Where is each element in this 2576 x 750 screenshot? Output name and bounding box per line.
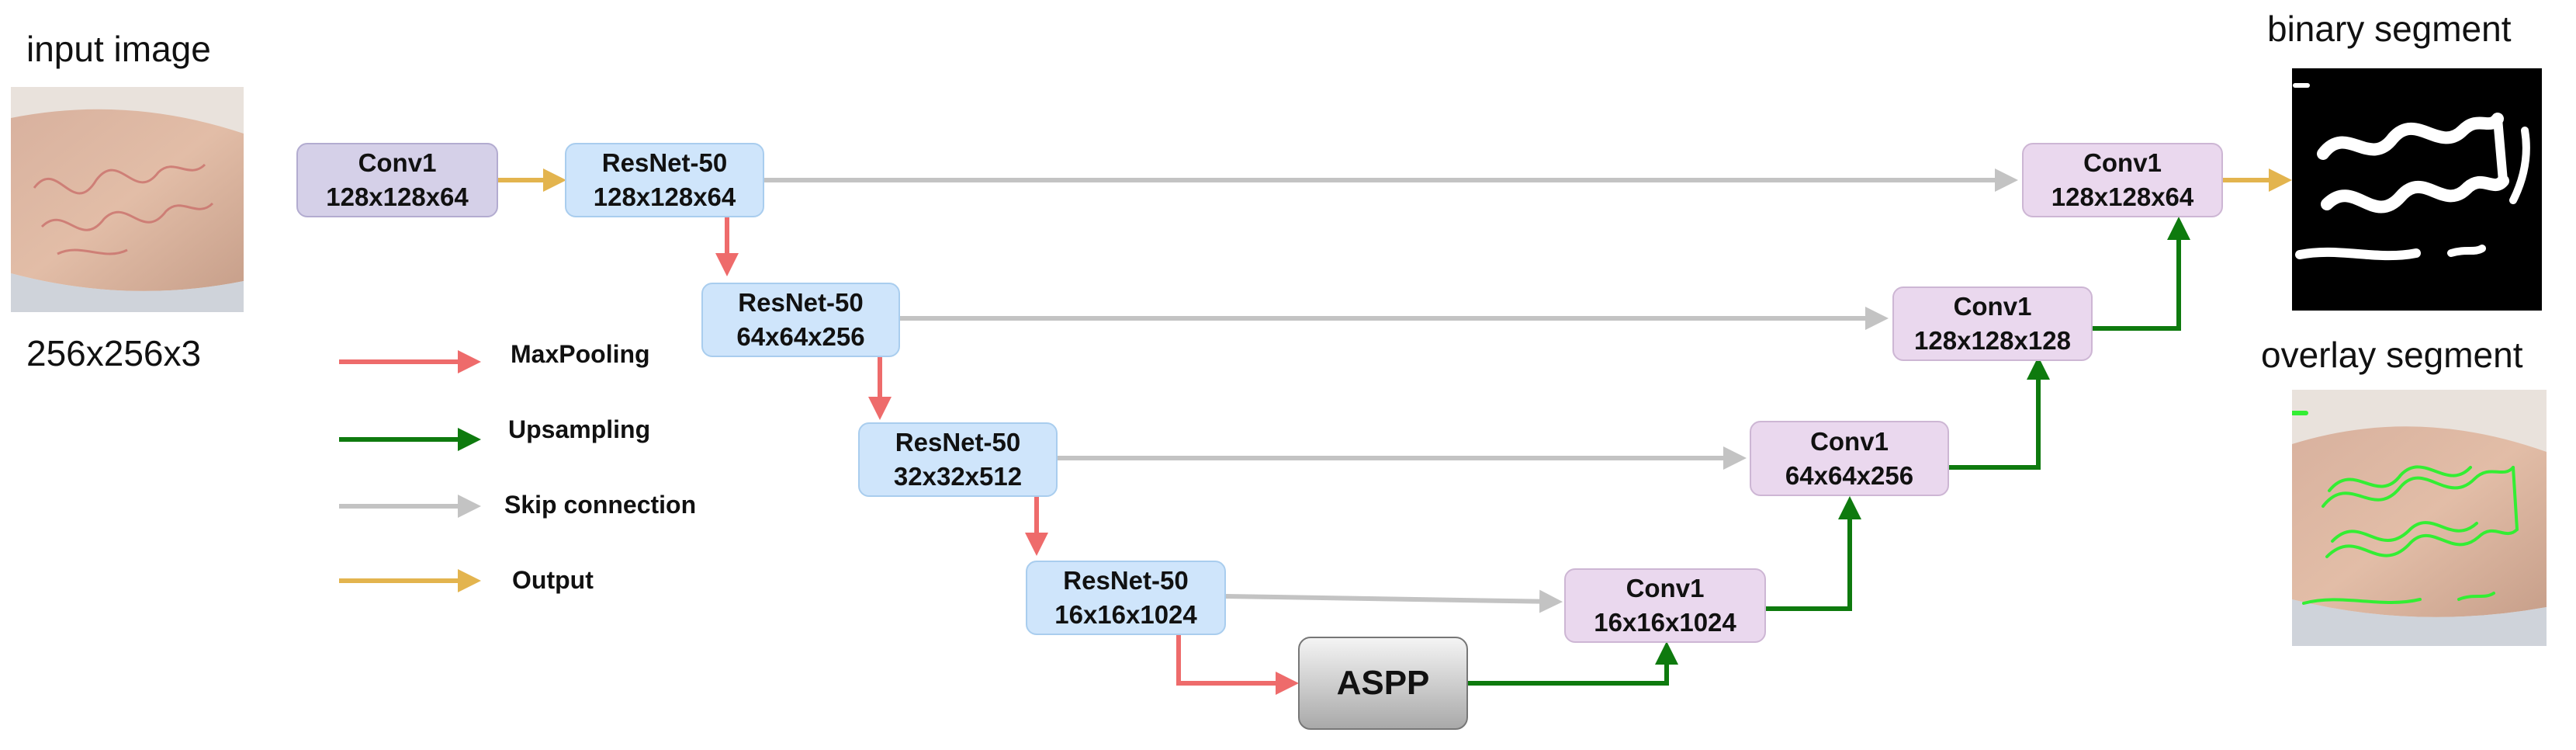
block-dims: 64x64x256 (736, 322, 865, 351)
decoder-conv1-block-4: Conv1 128x128x64 (2022, 143, 2223, 217)
skip-arrow-4 (1225, 589, 1563, 613)
block-name: Conv1 (1810, 426, 1889, 456)
block-name: ResNet-50 (738, 288, 864, 317)
upsample-arrow-2 (1766, 496, 1861, 611)
resnet50-block-4: ResNet-50 16x16x1024 (1026, 561, 1226, 635)
block-name: Conv1 (1953, 292, 2032, 321)
upsample-arrow-4 (2093, 217, 2190, 331)
block-dims: 128x128x128 (1914, 326, 2071, 355)
block-dims: 128x128x64 (593, 182, 736, 211)
block-dims: 32x32x512 (893, 462, 1023, 491)
encoder-conv1-block: Conv1 128x128x64 (296, 143, 498, 217)
block-name: Conv1 (1626, 574, 1705, 602)
binary-segment-image (2292, 68, 2542, 311)
resnet50-block-2: ResNet-50 64x64x256 (701, 283, 900, 357)
aspp-block: ASPP (1298, 637, 1468, 730)
maxpool-arrow-4 (1176, 635, 1299, 695)
upsample-arrow-1 (1468, 641, 1678, 686)
block-dims: 16x16x1024 (1054, 600, 1197, 629)
decoder-conv1-block-1: Conv1 16x16x1024 (1564, 568, 1766, 643)
block-name: ResNet-50 (601, 148, 728, 177)
block-name: Conv1 (2083, 148, 2162, 177)
decoder-conv1-block-3: Conv1 128x128x128 (1892, 286, 2093, 361)
binary-segment-title: binary segment (2267, 9, 2512, 49)
input-image-title: input image (26, 29, 211, 69)
legend-label-skip-connection: Skip connection (504, 491, 697, 519)
decoder-conv1-block-2: Conv1 64x64x256 (1750, 421, 1949, 496)
overlay-segment-title: overlay segment (2261, 335, 2523, 375)
overlay-segment-image (2292, 390, 2547, 646)
block-dims: 64x64x256 (1785, 460, 1914, 490)
input-image (11, 87, 244, 312)
block-dims: 128x128x64 (326, 182, 469, 211)
aspp-label: ASPP (1336, 664, 1430, 702)
block-name: ResNet-50 (1063, 566, 1189, 595)
legend-label-maxpooling: MaxPooling (511, 340, 650, 368)
upsample-arrow-3 (1949, 356, 2050, 470)
block-dims: 16x16x1024 (1594, 608, 1736, 637)
resnet50-block-3: ResNet-50 32x32x512 (858, 422, 1058, 497)
legend-label-output: Output (512, 566, 594, 594)
legend-label-upsampling: Upsampling (508, 415, 651, 443)
block-name: ResNet-50 (895, 428, 1021, 457)
resnet50-block-1: ResNet-50 128x128x64 (565, 143, 764, 217)
block-dims: 128x128x64 (2051, 182, 2194, 211)
block-name: Conv1 (358, 148, 437, 177)
input-image-size: 256x256x3 (26, 333, 202, 373)
